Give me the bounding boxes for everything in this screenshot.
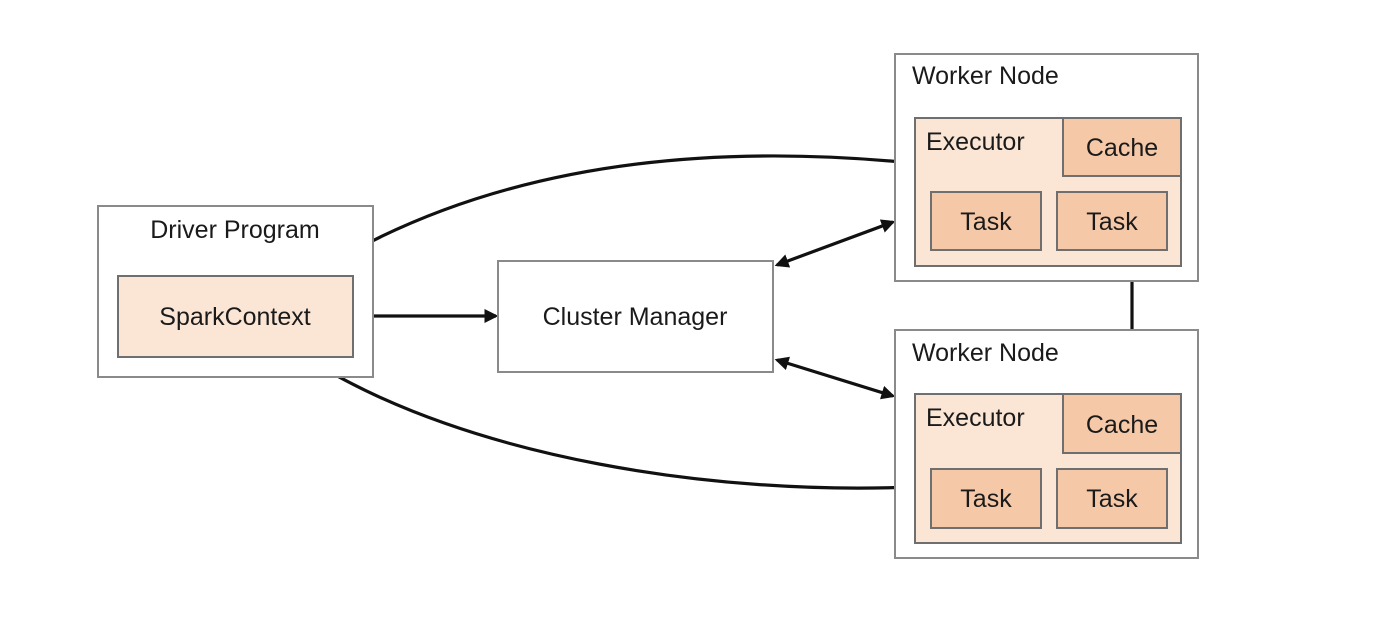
worker-node-1: Worker Node Executor Cache Task Task	[894, 53, 1199, 282]
connector-driver-to-worker-2-executor	[307, 358, 915, 495]
worker-node-1-cache: Cache	[1062, 117, 1182, 177]
worker-node-1-task-2-label: Task	[1086, 208, 1138, 236]
worker-node-2-executor: Executor Cache Task Task	[914, 393, 1182, 544]
worker-node-2-task-2-label: Task	[1086, 485, 1138, 513]
worker-node-1-executor-label: Executor	[926, 128, 1025, 156]
worker-node-1-task-1-label: Task	[960, 208, 1012, 236]
spark-context-box: SparkContext	[117, 275, 354, 358]
worker-node-2-task-1-label: Task	[960, 485, 1012, 513]
cluster-manager-box: Cluster Manager	[497, 260, 774, 373]
worker-node-1-cache-label: Cache	[1086, 134, 1158, 162]
worker-node-1-title: Worker Node	[912, 62, 1059, 90]
cluster-manager-label: Cluster Manager	[543, 303, 728, 331]
connector-driver-to-worker-1-executor	[312, 154, 915, 275]
connector-cluster-manager-to-worker-1	[774, 219, 896, 268]
worker-node-1-task-2: Task	[1056, 191, 1168, 251]
worker-node-2-cache: Cache	[1062, 393, 1182, 454]
worker-node-1-task-1: Task	[930, 191, 1042, 251]
spark-context-label: SparkContext	[159, 303, 311, 331]
worker-node-1-executor: Executor Cache Task Task	[914, 117, 1182, 267]
driver-program-title: Driver Program	[150, 216, 319, 244]
driver-program-box: Driver Program SparkContext	[97, 205, 374, 378]
worker-node-2-title: Worker Node	[912, 339, 1059, 367]
connector-cluster-manager-to-worker-2	[774, 356, 896, 400]
worker-node-2-cache-label: Cache	[1086, 411, 1158, 439]
worker-node-2-task-1: Task	[930, 468, 1042, 529]
worker-node-2: Worker Node Executor Cache Task Task	[894, 329, 1199, 559]
worker-node-2-task-2: Task	[1056, 468, 1168, 529]
worker-node-2-executor-label: Executor	[926, 404, 1025, 432]
